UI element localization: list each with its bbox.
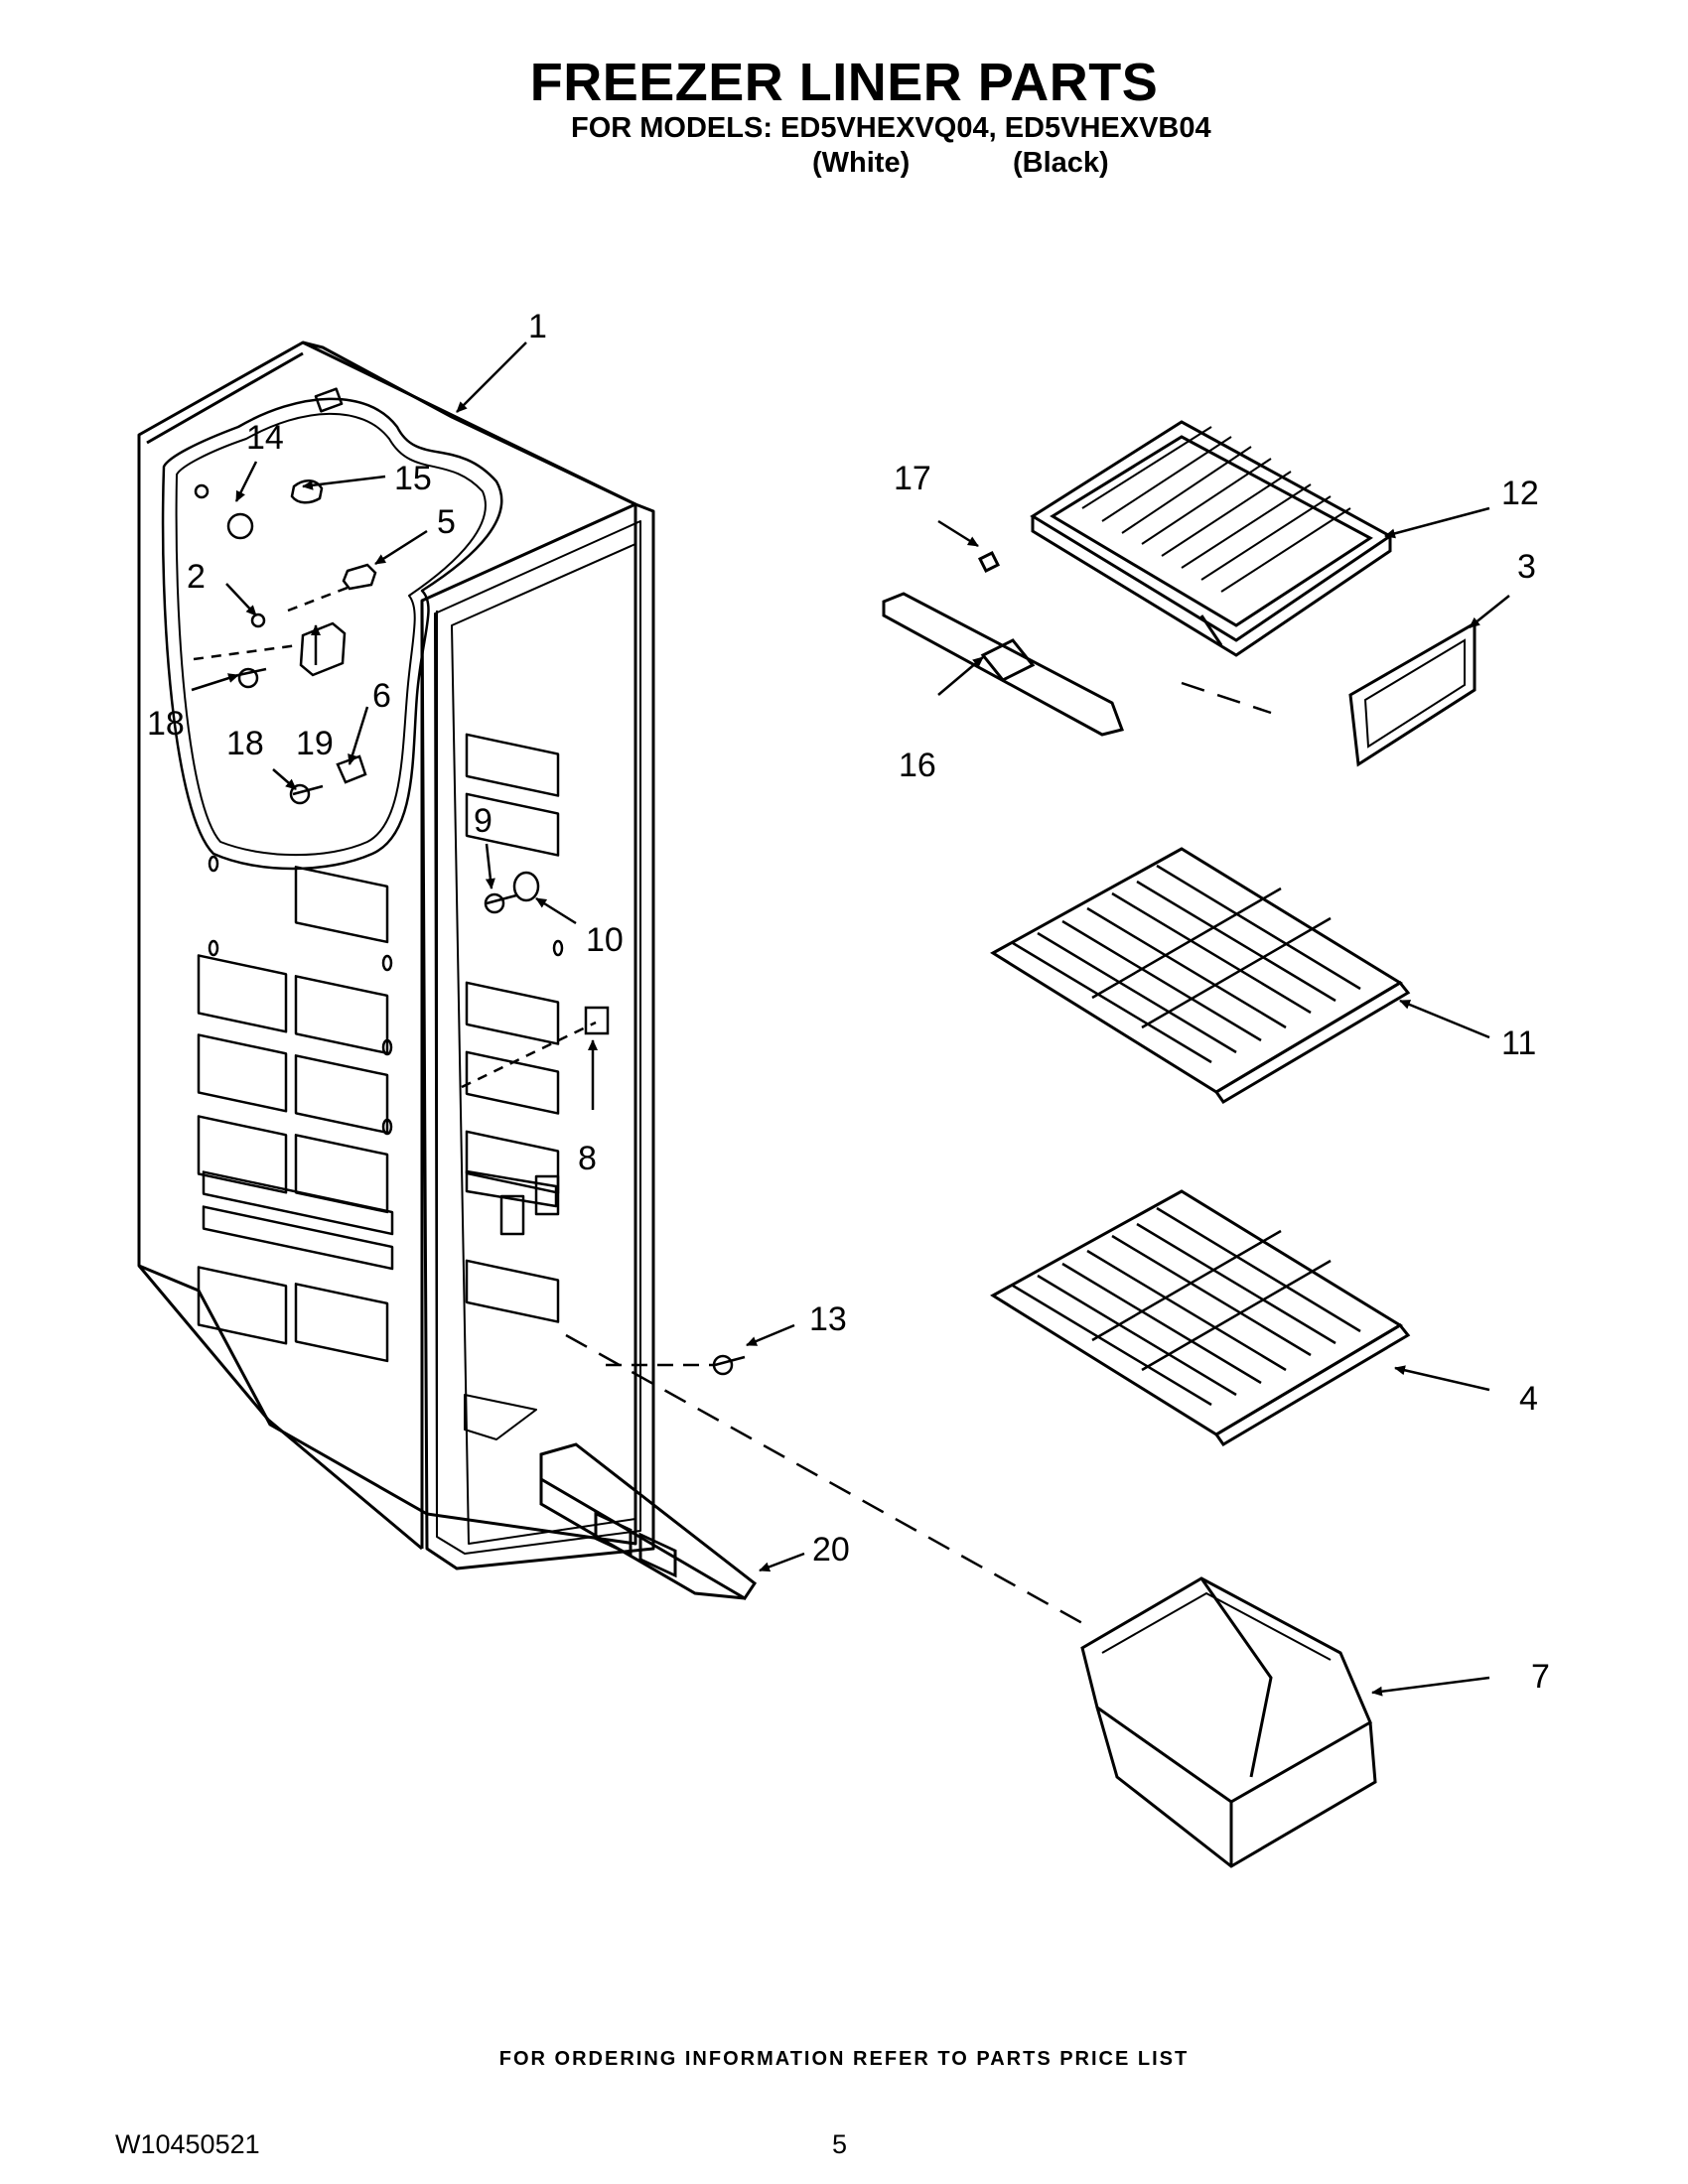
callout-8: 8 bbox=[578, 1140, 597, 1177]
trim-piece bbox=[539, 1442, 758, 1601]
callout-arrows bbox=[191, 341, 1510, 1697]
callout-15: 15 bbox=[394, 460, 432, 497]
page-title: FREEZER LINER PARTS bbox=[529, 53, 1159, 112]
storage-bin bbox=[1080, 1576, 1377, 1868]
callout-16: 16 bbox=[899, 747, 936, 784]
callout-6: 6 bbox=[372, 677, 391, 715]
callout-5: 5 bbox=[437, 503, 456, 541]
wire-shelf-upper bbox=[990, 847, 1411, 1104]
callout-9: 9 bbox=[474, 802, 492, 840]
model-numbers: FOR MODELS: ED5VHEXVQ04, ED5VHEXVB04 bbox=[571, 112, 1211, 144]
liner-components bbox=[193, 479, 1272, 1625]
freezer-liner bbox=[137, 341, 655, 1570]
callout-labels: 1 14 15 5 2 18 19 6 18 9 10 8 17 16 12 3… bbox=[147, 308, 1550, 1696]
mullion-bracket bbox=[882, 550, 1124, 737]
glass-shelf-frame bbox=[1030, 420, 1393, 657]
callout-4: 4 bbox=[1519, 1380, 1538, 1418]
variant-white: (White) bbox=[812, 147, 911, 179]
callout-14: 14 bbox=[246, 419, 284, 457]
callout-3: 3 bbox=[1517, 548, 1536, 586]
callout-18a: 18 bbox=[147, 705, 185, 743]
callout-12: 12 bbox=[1501, 475, 1539, 512]
shelf-front-trim bbox=[1348, 620, 1477, 767]
callout-7: 7 bbox=[1531, 1658, 1550, 1696]
wire-shelf-lower bbox=[990, 1189, 1411, 1446]
callout-1: 1 bbox=[528, 308, 547, 345]
callout-2: 2 bbox=[187, 558, 206, 596]
ordering-note: FOR ORDERING INFORMATION REFER TO PARTS … bbox=[498, 2048, 1190, 2070]
callout-20: 20 bbox=[812, 1531, 850, 1569]
document-number: W10450521 bbox=[115, 2129, 260, 2159]
callout-19: 19 bbox=[296, 725, 334, 762]
page-number: 5 bbox=[832, 2129, 848, 2159]
callout-10: 10 bbox=[586, 921, 624, 959]
callout-17: 17 bbox=[894, 460, 931, 497]
callout-11: 11 bbox=[1501, 1024, 1536, 1062]
variant-black: (Black) bbox=[1013, 147, 1109, 179]
callout-13: 13 bbox=[809, 1300, 847, 1338]
callout-18b: 18 bbox=[226, 725, 264, 762]
